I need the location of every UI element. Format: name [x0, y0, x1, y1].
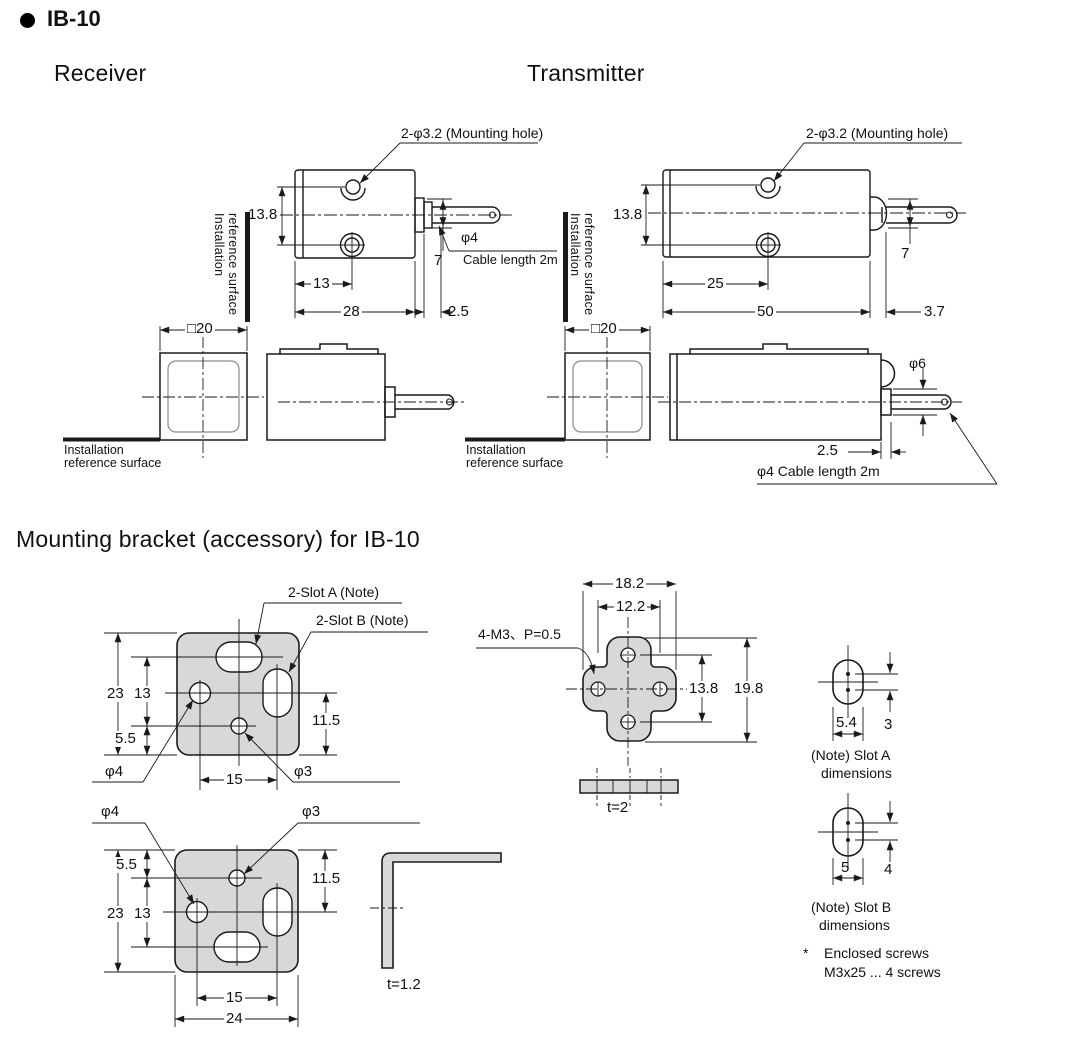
bracket2-thickness-label: t=1.2	[387, 976, 421, 993]
slot-b-dim-pitch: 4	[884, 861, 893, 878]
screws-note-marker: *	[803, 945, 809, 961]
cross-plate-dim-18-2: 18.2	[613, 575, 647, 592]
transmitter-dim-height: 13.8	[613, 206, 643, 223]
receiver-install-ref-vertical-line2: reference surface	[226, 213, 240, 316]
receiver-side-views	[63, 212, 466, 458]
transmitter-install-ref-vertical-line1: Installation	[568, 213, 582, 277]
transmitter-dim-hole-offset: 25	[705, 275, 726, 292]
slot-a-dim-width: 5.4	[836, 714, 857, 731]
screws-note-line2: M3x25 ... 4 screws	[824, 964, 941, 980]
receiver-install-ref-line2: reference surface	[64, 456, 162, 470]
bracket1-hole-phi4-label: φ4	[105, 763, 124, 780]
transmitter-section-title: Transmitter	[527, 60, 645, 86]
bracket1-slot-b-label: 2-Slot B (Note)	[316, 612, 409, 628]
transmitter-side-views	[465, 212, 998, 485]
l-bracket-side-view	[370, 852, 502, 969]
bracket2-dim-24: 24	[224, 1010, 245, 1027]
receiver-dim-width: 28	[341, 303, 362, 320]
screws-note-line1: Enclosed screws	[824, 945, 930, 961]
bracket2-dim-11-5: 11.5	[310, 870, 343, 887]
transmitter-lens-diameter: φ6	[909, 355, 926, 371]
bracket1-slot-a-label: 2-Slot A (Note)	[288, 584, 380, 600]
receiver-dim-protrusion: 2.5	[448, 303, 469, 320]
slot-a-dim-pitch: 3	[884, 716, 893, 733]
transmitter-mounting-hole-label: 2-φ3.2 (Mounting hole)	[806, 125, 949, 141]
bullet-icon	[20, 13, 35, 28]
transmitter-top-view	[641, 142, 966, 318]
slot-b-note-line2: dimensions	[819, 917, 890, 933]
bracket2-hole-phi4-label: φ4	[101, 803, 120, 820]
bracket1-dim-13: 13	[132, 685, 153, 702]
bracket1-hole-phi3-label: φ3	[294, 763, 313, 780]
bracket2-dim-5-5: 5.5	[114, 856, 139, 873]
slot-b-detail-figure	[818, 793, 898, 885]
receiver-install-ref-line1: Installation	[64, 443, 124, 457]
transmitter-install-ref-line2: reference surface	[466, 456, 564, 470]
bracket-plate-2	[92, 822, 420, 1027]
transmitter-dim-protrusion: 3.7	[924, 303, 945, 320]
receiver-dim-square: □20	[185, 320, 215, 337]
slot-b-note-line1: (Note) Slot B	[811, 899, 892, 915]
slot-b-dim-width: 5	[841, 859, 850, 876]
transmitter-dim-square: □20	[589, 320, 619, 337]
bracket2-dim-15: 15	[224, 989, 245, 1006]
cross-plate-dim-12-2: 12.2	[614, 598, 648, 615]
cross-plate-dim-19-8: 19.8	[732, 680, 766, 697]
page-title: IB-10	[47, 6, 101, 31]
receiver-mounting-hole-label: 2-φ3.2 (Mounting hole)	[401, 125, 544, 141]
receiver-cable-diameter: φ4	[461, 229, 478, 245]
transmitter-dim-cable-offset: 2.5	[817, 442, 838, 459]
bracket2-dim-13: 13	[132, 905, 153, 922]
bracket-plate-1	[92, 602, 428, 790]
transmitter-cable-length-label: φ4 Cable length 2m	[757, 463, 880, 479]
transmitter-dim-gland: 7	[901, 245, 910, 262]
transmitter-install-ref-vertical-line2: reference surface	[582, 213, 596, 316]
slot-a-note-line1: (Note) Slot A	[811, 747, 891, 763]
cross-plate-thickness-label: t=2	[607, 799, 629, 816]
transmitter-install-ref-line1: Installation	[466, 443, 526, 457]
bracket2-dim-23: 23	[105, 905, 126, 922]
slot-a-detail-figure	[818, 645, 898, 741]
transmitter-dim-width: 50	[755, 303, 776, 320]
cross-plate-dim-13-8: 13.8	[687, 680, 721, 697]
receiver-install-ref-vertical-line1: Installation	[212, 213, 226, 277]
receiver-dim-hole-offset: 13	[311, 275, 332, 292]
receiver-dim-height: 13.8	[248, 206, 278, 223]
receiver-section-title: Receiver	[54, 60, 147, 86]
cross-plate	[476, 580, 757, 806]
slot-a-note-line2: dimensions	[821, 765, 892, 781]
bracket2-hole-phi3-label: φ3	[302, 803, 321, 820]
receiver-cable-length-label: Cable length 2m	[463, 252, 558, 267]
bracket1-dim-5-5: 5.5	[113, 730, 138, 747]
bracket1-dim-23: 23	[105, 685, 126, 702]
bracket1-dim-11-5: 11.5	[310, 712, 343, 729]
cross-plate-screw-label: 4-M3、P=0.5	[478, 626, 561, 642]
bracket1-dim-15: 15	[224, 771, 245, 788]
bracket-section-title: Mounting bracket (accessory) for IB-10	[16, 526, 420, 552]
receiver-dim-gland: 7	[434, 252, 443, 269]
